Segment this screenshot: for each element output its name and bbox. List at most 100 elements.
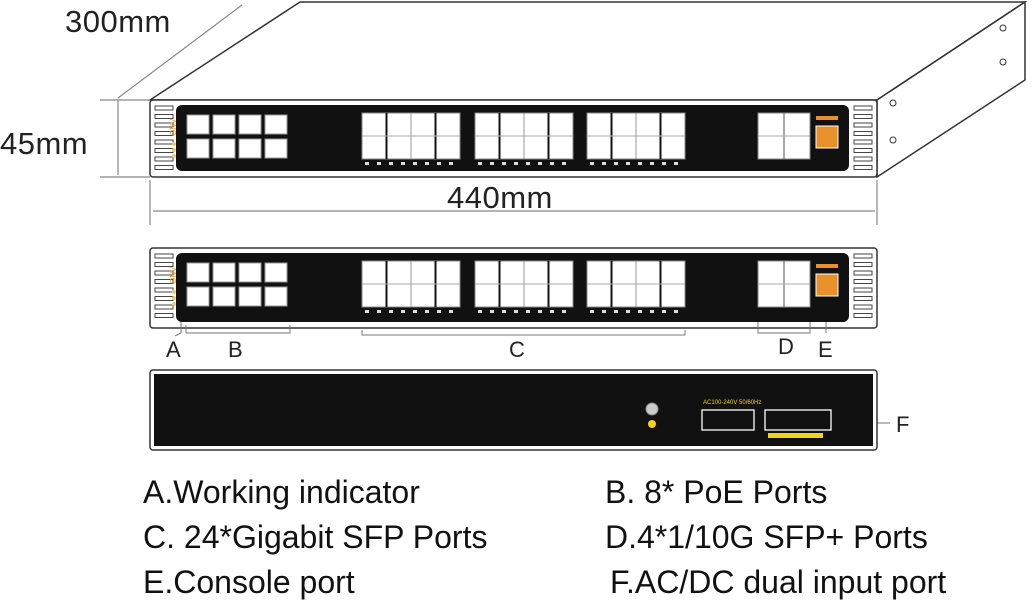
- vent-slot: [154, 313, 174, 318]
- vent-slot: [154, 105, 174, 111]
- sfp-led: [425, 310, 429, 313]
- sfp-led: [401, 162, 405, 165]
- poe-port: [212, 286, 236, 307]
- legend-c: C. 24*Gigabit SFP Ports: [143, 519, 488, 555]
- sfp-led: [638, 310, 642, 313]
- vent-slot: [154, 114, 174, 119]
- legend-d: D.4*1/10G SFP+ Ports: [605, 519, 928, 555]
- working-indicator-led: [172, 296, 176, 300]
- sfp-led: [526, 162, 530, 165]
- brand-logo: ONV: [169, 266, 178, 284]
- sfp-led: [562, 310, 566, 313]
- working-indicator-led: [172, 302, 176, 306]
- depth-label: 300mm: [65, 4, 171, 39]
- sfp-led: [674, 310, 678, 313]
- vent-slot: [853, 131, 873, 136]
- sfp-led: [490, 310, 494, 313]
- sfp-led: [377, 162, 381, 165]
- poe-port: [186, 138, 210, 159]
- sfp-led: [478, 162, 482, 165]
- vent-slot: [853, 139, 873, 145]
- sfp-led: [614, 162, 618, 165]
- sfp-led: [538, 310, 542, 313]
- working-indicator-led: [172, 290, 176, 294]
- sfp-led: [626, 162, 630, 165]
- sfp-led: [389, 162, 393, 165]
- callout-c: C: [509, 337, 525, 362]
- working-indicator-led: [172, 142, 176, 146]
- vent-slot: [154, 279, 174, 284]
- vent-slot: [853, 262, 873, 267]
- sfp-led: [602, 310, 606, 313]
- vent-slot: [154, 165, 174, 170]
- side-screws: [889, 24, 1007, 144]
- poe-port: [264, 114, 288, 135]
- vent-slot: [154, 262, 174, 267]
- vent-slot: [154, 304, 174, 310]
- vent-slot: [853, 105, 873, 111]
- sfp-led: [590, 310, 594, 313]
- sfp-led: [526, 310, 530, 313]
- vent-slot: [853, 296, 873, 301]
- callout-d: D: [778, 334, 794, 359]
- poe-port: [212, 138, 236, 159]
- sfp-led: [413, 162, 417, 165]
- poe-port: [264, 262, 288, 283]
- ac-terminal-block: [701, 409, 755, 431]
- vent-slot: [154, 253, 174, 259]
- ground-icon: [648, 420, 656, 428]
- sfp-led: [650, 310, 654, 313]
- poe-port: [238, 138, 262, 159]
- sfp-led: [502, 162, 506, 165]
- vent-slot: [154, 131, 174, 136]
- poe-port: [186, 286, 210, 307]
- callout-brackets: [174, 322, 890, 424]
- vent-slot: [853, 122, 873, 128]
- sfp-led: [590, 162, 594, 165]
- power-label: AC100-240V 50/60Hz: [703, 400, 761, 406]
- sfp-led: [662, 310, 666, 313]
- sfp-led: [514, 162, 518, 165]
- sfp-led: [401, 310, 405, 313]
- sfp-led: [650, 162, 654, 165]
- height-label: 45mm: [0, 126, 89, 161]
- front-panel: ONV: [149, 99, 878, 178]
- poe-port: [264, 286, 288, 307]
- top-face: [147, 1, 1028, 101]
- rear-panel: [149, 369, 878, 451]
- vent-slot: [853, 253, 873, 259]
- sfp-led: [425, 162, 429, 165]
- poe-port: [238, 286, 262, 307]
- vent-slot: [853, 156, 873, 162]
- legend-a: A.Working indicator: [143, 474, 420, 510]
- dc-terminal-block: [764, 409, 832, 431]
- sfp-led: [502, 310, 506, 313]
- vent-slot: [853, 270, 873, 276]
- vent-slot: [853, 287, 873, 293]
- vent-slot: [154, 122, 174, 128]
- poe-port: [264, 138, 288, 159]
- poe-port: [212, 262, 236, 283]
- sfp-led: [550, 310, 554, 313]
- poe-port: [186, 262, 210, 283]
- callout-a: A: [166, 337, 181, 362]
- front-panel: ONV: [149, 247, 878, 329]
- vent-slot: [853, 304, 873, 310]
- console-label: [816, 116, 838, 120]
- vent-slot: [154, 296, 174, 301]
- console-label: [816, 264, 838, 268]
- vent-slot: [154, 139, 174, 145]
- vent-slot: [154, 270, 174, 276]
- sfp-led: [365, 162, 369, 165]
- sfp-led: [437, 162, 441, 165]
- brand-logo: ONV: [169, 118, 178, 136]
- poe-port: [186, 114, 210, 135]
- sfp-led: [437, 310, 441, 313]
- sfp-led: [550, 162, 554, 165]
- sfp-led: [626, 310, 630, 313]
- sfp-led: [377, 310, 381, 313]
- callout-f: F: [896, 412, 910, 437]
- dimension-lines: [100, 4, 878, 225]
- vent-slot: [853, 165, 873, 170]
